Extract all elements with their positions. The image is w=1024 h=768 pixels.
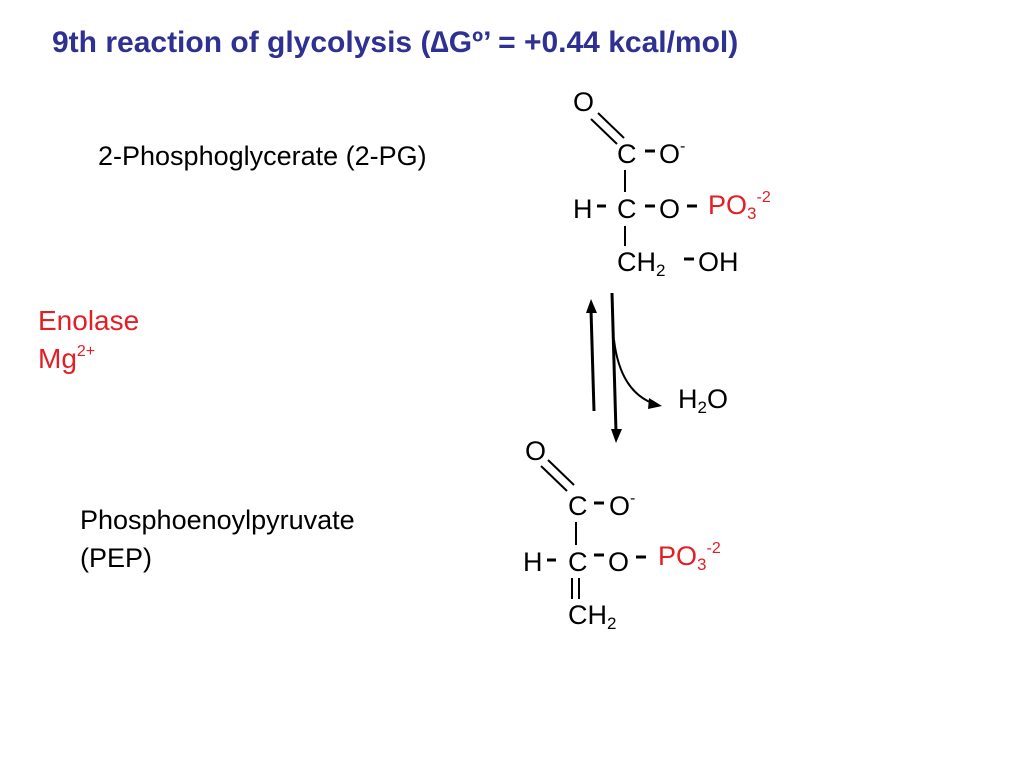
product-co-double-bond-b [547,459,575,486]
substrate-co-double-bond-a [590,118,618,145]
substrate-o-minus-charge: - [680,138,686,155]
product-atom-h: H [523,547,543,577]
substrate-atom-ch2: CH2 [617,247,666,280]
forward-arrow-shaft [610,292,618,433]
product-ch2-symbol: CH [568,600,607,630]
delta-symbol: ∆ [430,26,449,59]
product-atom-c1: C [568,491,588,521]
product-atom-ch2: CH2 [568,600,617,633]
title-prefix: 9th reaction of glycolysis ( [52,26,431,59]
substrate-atom-oh: OH [698,247,739,277]
cofactor-charge: 2+ [76,343,96,360]
product-atom-o-ester: O [608,547,630,577]
product-po3-subscript: 3 [697,555,707,574]
reverse-arrow-shaft [589,309,596,412]
product-atom-c2: C [568,547,588,577]
substrate-name: 2-Phosphoglycerate (2-PG) [98,141,427,171]
water-subscript: 2 [697,398,707,417]
substrate-po3-symbol: PO [708,190,748,220]
substrate-atom-o-top: O [573,87,595,117]
water-release-arrowhead [648,398,662,409]
substrate-atom-c1: C [617,139,637,169]
product-atom-o-top: O [525,436,547,466]
product-phosphate-group: PO3-2 [658,540,721,574]
substrate-atom-c2: C [617,194,637,224]
product-name-line1: Phosphoenoylpyruvate [80,505,355,535]
water-h-symbol: H [678,384,698,414]
product-po3-charge: -2 [706,540,721,557]
title-suffix: Gº’ = +0.44 kcal/mol) [448,26,739,59]
product-atom-o-minus: O- [609,490,636,522]
product-co-double-bond-a [540,465,568,492]
substrate-atom-h: H [573,194,593,224]
product-o-minus-symbol: O [609,491,631,521]
water-byproduct: H2O [678,384,728,417]
forward-arrowhead [611,429,622,443]
enzyme-name: Enolase [38,305,140,336]
substrate-atom-o-minus: O- [659,138,686,170]
cofactor-symbol: Mg [38,343,77,374]
product-ch2-subscript: 2 [607,614,617,633]
reverse-arrowhead [586,299,597,313]
substrate-co-double-bond-b [597,112,625,139]
substrate-ch2-symbol: CH [617,247,656,277]
substrate-po3-subscript: 3 [747,204,757,223]
substrate-po3-charge: -2 [756,189,771,206]
water-release-curve [613,339,653,404]
product-name-line2: (PEP) [80,543,153,573]
substrate-ch2-subscript: 2 [656,261,666,280]
slide-title: 9th reaction of glycolysis (∆Gº’ = +0.44… [52,26,738,60]
substrate-atom-o-ester: O [659,194,681,224]
substrate-phosphate-group: PO3-2 [708,189,771,223]
product-o-minus-charge: - [630,490,636,507]
substrate-o-minus-symbol: O [659,139,681,169]
product-po3-symbol: PO [658,541,698,571]
cofactor: Mg2+ [38,342,95,376]
water-o-symbol: O [706,384,728,414]
